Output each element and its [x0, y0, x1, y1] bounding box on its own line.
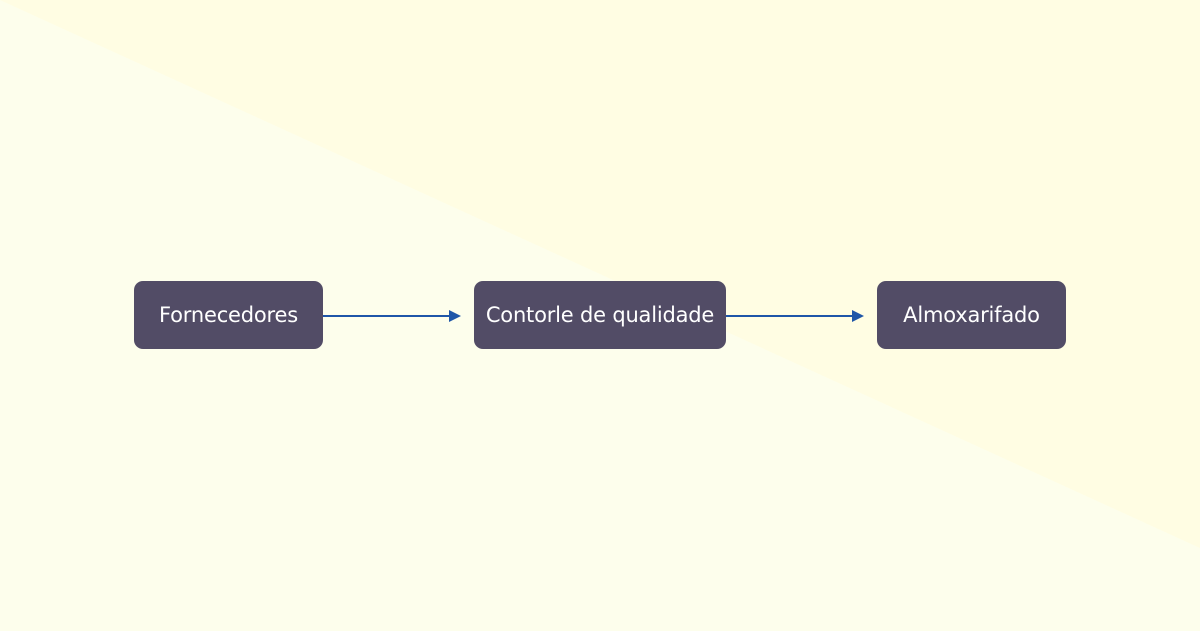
- background-accent-triangle: [0, 0, 1200, 548]
- process-node-controle-de-qualidade: Contorle de qualidade: [474, 281, 726, 349]
- process-node-label: Contorle de qualidade: [485, 302, 715, 327]
- process-node-label: Fornecedores: [159, 302, 298, 327]
- process-node-fornecedores: Fornecedores: [134, 281, 323, 349]
- process-node-almoxarifado: Almoxarifado: [877, 281, 1066, 349]
- process-node-label: Almoxarifado: [903, 302, 1040, 327]
